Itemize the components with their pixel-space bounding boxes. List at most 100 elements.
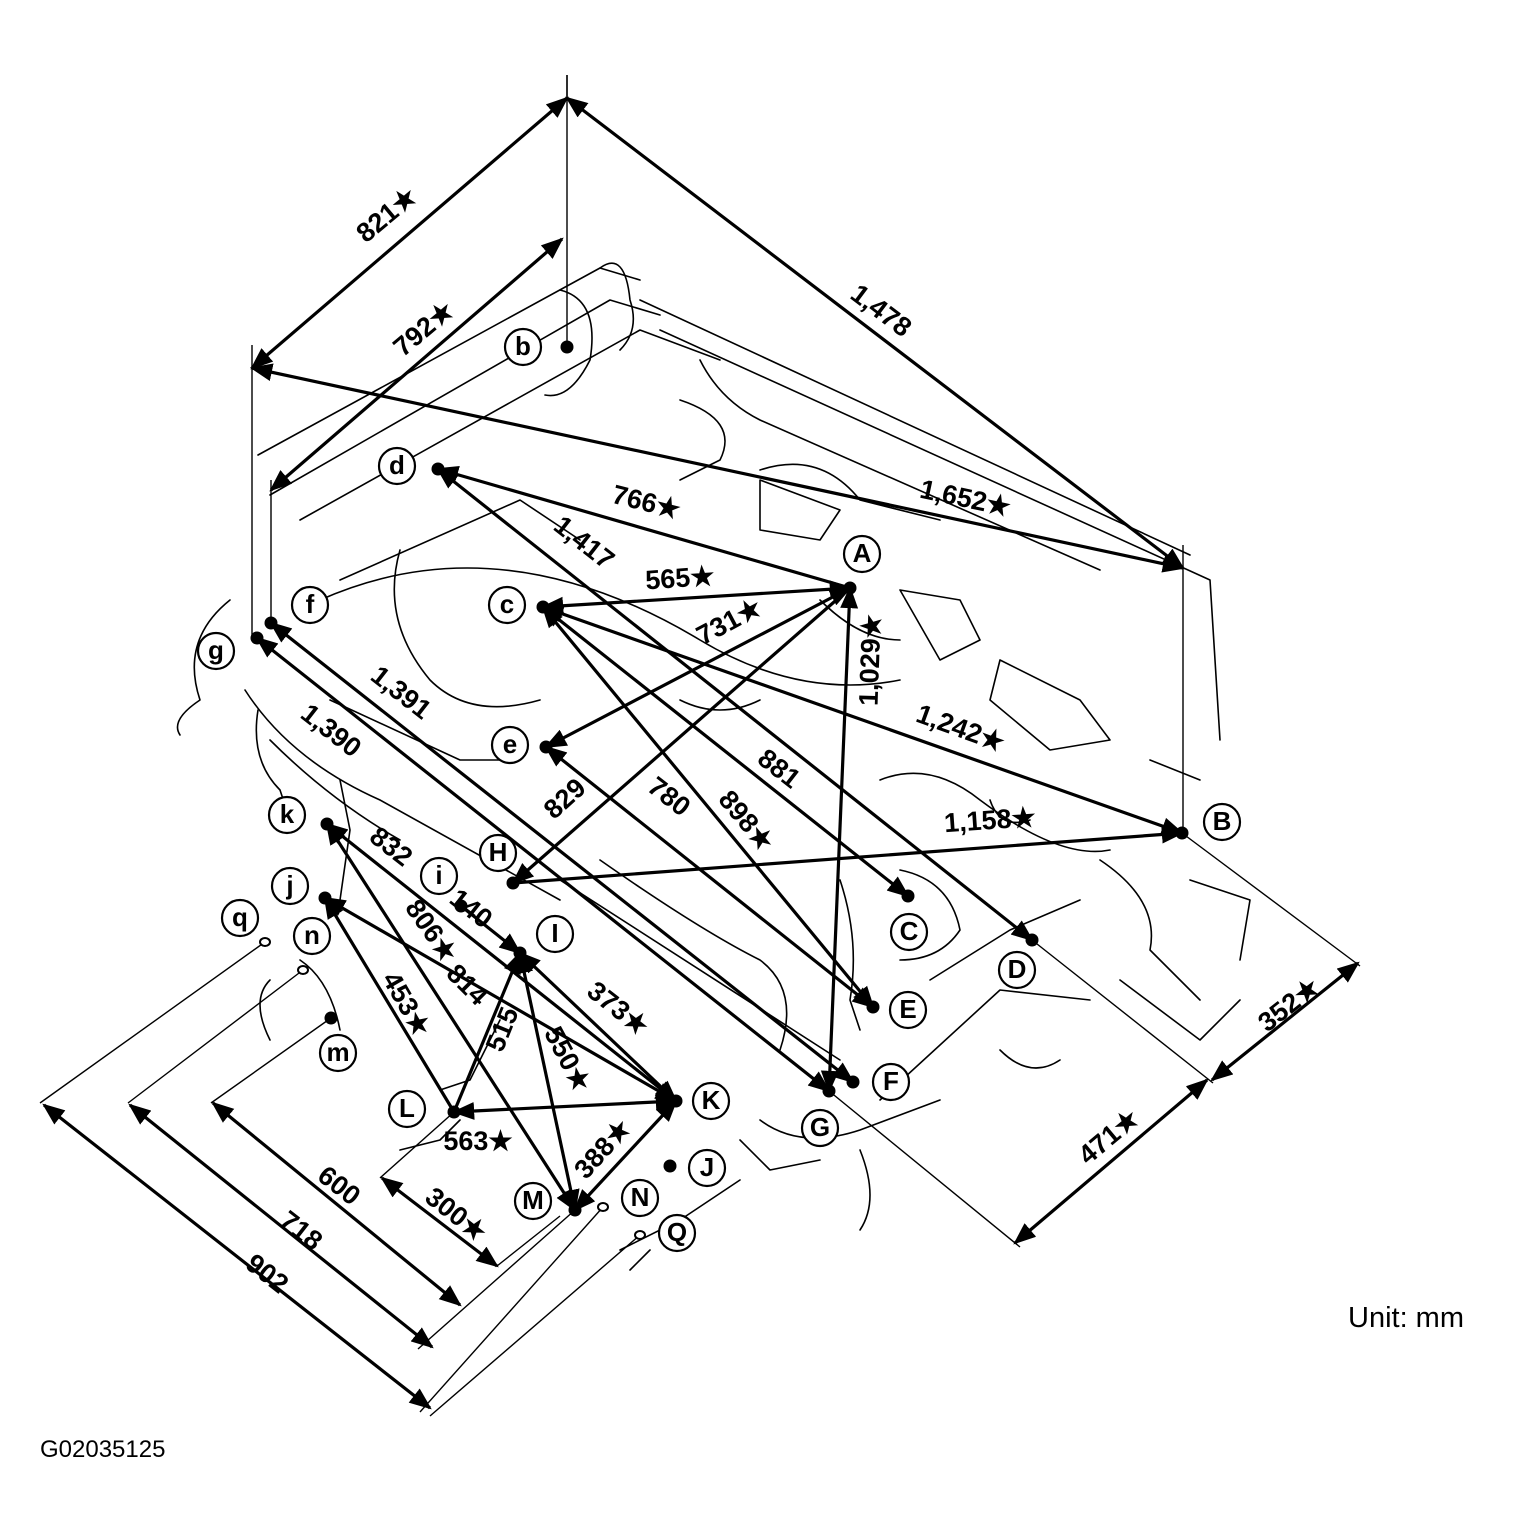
dimension-label: 898★ xyxy=(713,785,781,857)
extension-line xyxy=(419,1206,604,1413)
point-marker xyxy=(866,1000,880,1014)
point-marker xyxy=(1025,933,1039,947)
measurement-point-d: d xyxy=(377,446,445,486)
point-marker xyxy=(663,1159,677,1173)
point-label: b xyxy=(515,331,531,361)
dimension-arrow xyxy=(1210,961,1360,1082)
point-marker xyxy=(634,1230,646,1240)
point-label: q xyxy=(232,902,248,932)
dimension-arrow xyxy=(512,825,1185,885)
measurement-point-N: N xyxy=(597,1178,660,1218)
point-label-circle xyxy=(377,446,417,486)
extension-line xyxy=(210,1017,332,1104)
dimension-arrow xyxy=(269,621,855,1084)
dimension-label: 1,158★ xyxy=(943,802,1037,838)
point-marker xyxy=(454,899,468,913)
point-marker xyxy=(597,1202,609,1212)
point-label: C xyxy=(900,916,919,946)
point-label: L xyxy=(399,1093,415,1123)
point-label: Q xyxy=(667,1217,687,1247)
measurement-point-k: k xyxy=(267,795,334,835)
point-label: k xyxy=(280,799,295,829)
extension-lines xyxy=(39,75,1361,1417)
dimension-label: 352★ xyxy=(1252,971,1325,1037)
dimension-label: 600 xyxy=(312,1160,366,1211)
dimension-label: 471★ xyxy=(1073,1103,1145,1171)
point-marker xyxy=(539,740,553,754)
point-marker xyxy=(318,891,332,905)
point-label: j xyxy=(285,870,293,900)
point-label: m xyxy=(326,1037,349,1067)
point-label: A xyxy=(853,538,872,568)
dimension-label: 563★ xyxy=(443,1126,512,1156)
point-marker xyxy=(264,616,278,630)
dimension-label: 766★ xyxy=(609,479,683,525)
dimension-label: 388★ xyxy=(568,1113,637,1185)
point-label: B xyxy=(1213,806,1232,836)
dimension-label: 814 xyxy=(441,958,494,1011)
measurement-point-q: q xyxy=(220,898,271,947)
point-label-circle xyxy=(657,1213,697,1253)
dimension-arrow xyxy=(518,951,678,1103)
dimension-lines xyxy=(42,96,1360,1410)
dimension-arrow xyxy=(42,1103,432,1410)
point-label-circle xyxy=(842,534,882,574)
point-label-circle xyxy=(687,1148,727,1188)
measurement-point-M: M xyxy=(513,1181,582,1221)
point-marker xyxy=(513,946,527,960)
measurement-point-B: B xyxy=(1175,802,1242,842)
point-label-circle xyxy=(503,327,543,367)
point-label: I xyxy=(551,918,558,948)
point-label: D xyxy=(1008,954,1027,984)
point-label-circle xyxy=(1202,802,1242,842)
point-label: E xyxy=(899,994,916,1024)
point-label: J xyxy=(700,1152,714,1182)
point-label-circle xyxy=(419,856,459,896)
extension-line xyxy=(1181,832,1361,967)
point-label: n xyxy=(304,920,320,950)
point-label: N xyxy=(631,1182,650,1212)
dimension-arrow xyxy=(1013,1078,1209,1245)
measurement-point-A: A xyxy=(842,534,882,595)
point-label-circle xyxy=(220,898,260,938)
point-marker xyxy=(447,1105,461,1119)
dimension-labels: 821★792★1,4781,652★766★1,417565★731★1,02… xyxy=(240,181,1325,1299)
dimension-label: 1,242★ xyxy=(912,698,1009,758)
dimension-label: 881 xyxy=(752,743,806,794)
point-label-circle xyxy=(487,585,527,625)
extension-line xyxy=(828,1090,1021,1248)
measurement-point-I: I xyxy=(513,914,575,960)
dimension-label: 780 xyxy=(642,771,696,822)
measurement-point-Q: Q xyxy=(634,1213,697,1253)
measurement-point-e: e xyxy=(490,725,553,765)
measurement-point-f: f xyxy=(264,585,330,630)
unit-note: Unit: mm xyxy=(1348,1302,1464,1334)
point-marker xyxy=(843,581,857,595)
point-label: i xyxy=(435,860,442,890)
dimension-arrow xyxy=(452,950,522,1113)
point-marker xyxy=(324,1011,338,1025)
point-marker xyxy=(822,1084,836,1098)
measurement-point-K: K xyxy=(669,1081,731,1121)
extension-line xyxy=(429,1234,641,1417)
dimension-label: 731★ xyxy=(691,592,766,651)
point-label-circle xyxy=(290,585,330,625)
point-label: M xyxy=(522,1185,544,1215)
point-marker xyxy=(1175,826,1189,840)
dimension-label: 1,029★ xyxy=(854,614,887,707)
dimension-label: 829 xyxy=(538,772,592,824)
measurement-point-J: J xyxy=(663,1148,727,1188)
measurement-point-D: D xyxy=(997,933,1039,990)
point-label-circle xyxy=(292,916,332,956)
point-marker xyxy=(297,965,309,975)
dimension-label: 1,478 xyxy=(845,278,917,343)
measurement-point-i: i xyxy=(419,856,468,913)
point-label: d xyxy=(389,450,405,480)
point-label-circle xyxy=(490,725,530,765)
point-label-circle xyxy=(997,950,1037,990)
point-label-circle xyxy=(889,912,929,952)
point-label-circle xyxy=(196,631,236,671)
point-label-circle xyxy=(620,1178,660,1218)
extension-line xyxy=(127,969,304,1104)
measurement-point-m: m xyxy=(318,1011,358,1073)
